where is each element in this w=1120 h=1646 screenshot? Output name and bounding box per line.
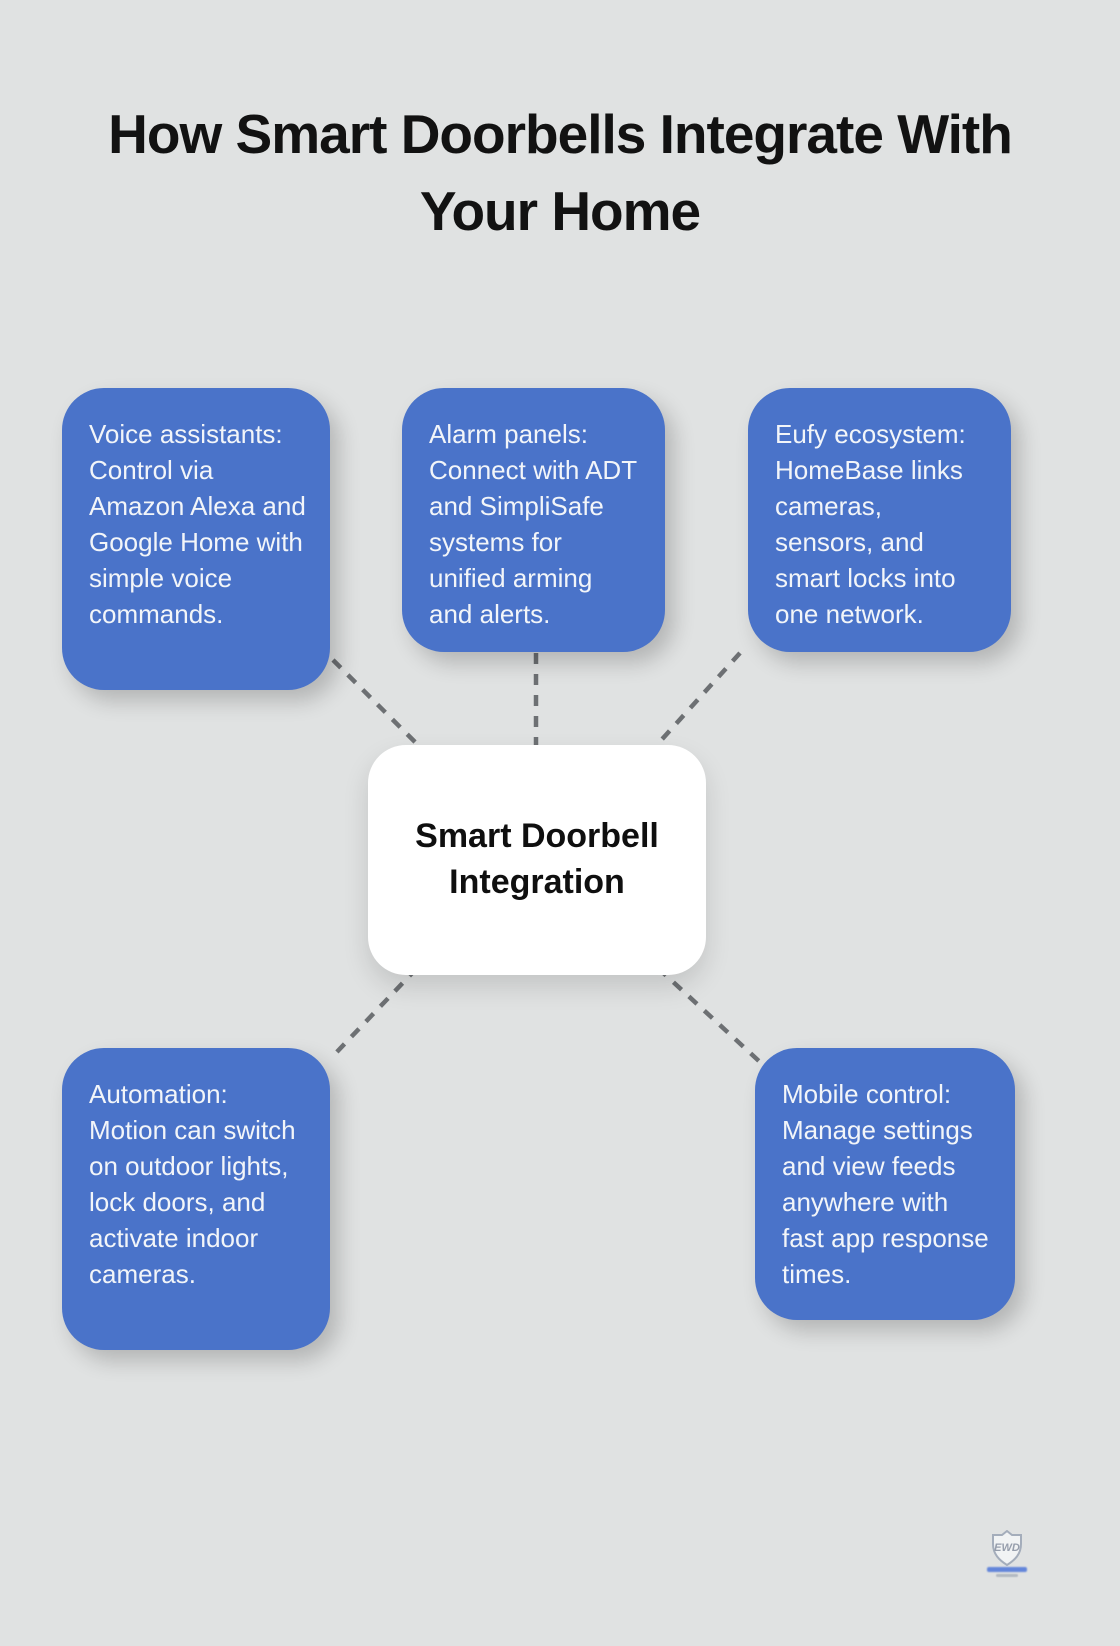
connector-eufy-to-center [644,651,742,759]
brand-watermark: EWD [984,1530,1030,1577]
node-automation-text: Automation: Motion can switch on outdoor… [89,1079,296,1289]
node-alarm-panels: Alarm panels: Connect with ADT and Simpl… [402,388,665,652]
shield-logo-text: EWD [994,1542,1020,1554]
node-mobile-control-text: Mobile control: Manage settings and view… [782,1079,989,1289]
node-eufy-ecosystem: Eufy ecosystem: HomeBase links cameras, … [748,388,1011,652]
connector-voice-to-center [331,658,432,759]
node-alarm-panels-text: Alarm panels: Connect with ADT and Simpl… [429,419,637,629]
node-voice-assistants: Voice assistants: Control via Amazon Ale… [62,388,330,690]
node-automation: Automation: Motion can switch on outdoor… [62,1048,330,1350]
center-node-smart-doorbell-integration: Smart Doorbell Integration [368,745,706,975]
node-eufy-ecosystem-text: Eufy ecosystem: HomeBase links cameras, … [775,419,966,629]
connector-center-to-automation [331,966,419,1058]
page-title: How Smart Doorbells Integrate With Your … [108,103,1013,242]
node-voice-assistants-text: Voice assistants: Control via Amazon Ale… [89,419,306,629]
watermark-caption-bar-2 [996,1574,1018,1577]
center-node-label: Smart Doorbell Integration [415,817,659,901]
node-mobile-control: Mobile control: Manage settings and view… [755,1048,1015,1320]
connector-center-to-mobile [656,966,762,1064]
shield-logo-icon: EWD [992,1530,1022,1566]
watermark-caption-bar [987,1567,1027,1572]
